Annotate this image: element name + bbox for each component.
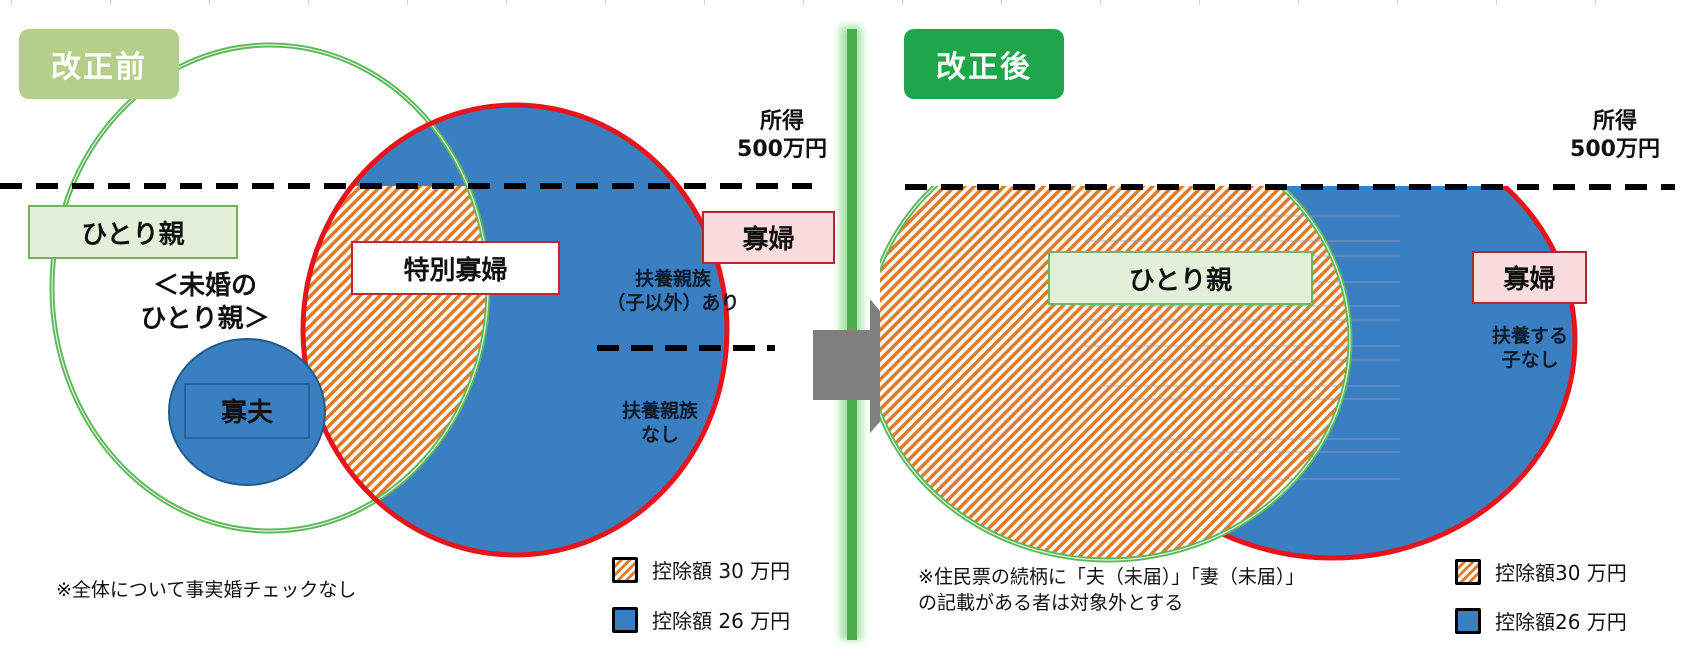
single-parent-box-after: ひとり親 xyxy=(1048,251,1313,305)
widow-label-after: 寡婦 xyxy=(1503,265,1556,295)
widower-circle xyxy=(168,338,326,486)
income-label-line2: 500万円 xyxy=(1570,136,1660,162)
tick-mark xyxy=(1199,0,1200,5)
no-child-line2: 子なし xyxy=(1501,348,1559,371)
hatch-swatch-icon xyxy=(1455,558,1481,585)
widow-box-before: 寡婦 xyxy=(702,211,835,264)
widower-label: 寡夫 xyxy=(186,397,308,430)
unmarried-line1: ＜未婚の xyxy=(152,271,257,301)
widow-box-after: 寡婦 xyxy=(1472,251,1587,304)
before-badge: 改正前 xyxy=(19,29,179,99)
unmarried-single-parent-label: ＜未婚の ひとり親＞ xyxy=(120,270,290,335)
tick-mark xyxy=(1100,0,1101,5)
after-badge: 改正後 xyxy=(904,29,1064,99)
no-dependent-child-label: 扶養する 子なし xyxy=(1460,325,1600,373)
special-widow-hatch xyxy=(303,186,488,531)
before-badge-text: 改正前 xyxy=(51,50,147,85)
tick-mark xyxy=(704,0,705,5)
before-legend-blue: 控除額 26 万円 xyxy=(612,605,790,634)
legend-label-30: 控除額 30 万円 xyxy=(652,559,791,583)
hatch-swatch-icon xyxy=(612,556,638,583)
tick-mark xyxy=(1298,0,1299,5)
special-widow-label: 特別寡婦 xyxy=(403,255,508,286)
no-dependents-line1: 扶養親族 xyxy=(621,400,698,422)
after-legend-blue: 控除額26 万円 xyxy=(1455,606,1627,635)
before-note-text: ※全体について事実婚チェックなし xyxy=(56,579,357,601)
dependents-other-label: 扶養親族 （子以外）あり xyxy=(598,268,748,316)
before-income-label: 所得 500万円 xyxy=(732,108,832,163)
tick-mark xyxy=(1496,0,1497,5)
tick-mark xyxy=(308,0,309,5)
special-widow-box: 特別寡婦 xyxy=(351,241,560,295)
no-child-line1: 扶養する xyxy=(1491,325,1568,347)
tick-mark xyxy=(506,0,507,5)
income-label-line1: 所得 xyxy=(759,109,804,134)
before-note: ※全体について事実婚チェックなし xyxy=(56,578,356,604)
blue-swatch-icon xyxy=(1455,607,1481,634)
after-badge-text: 改正後 xyxy=(936,50,1032,85)
single-parent-label-after: ひとり親 xyxy=(1128,265,1233,296)
after-legend-hatch: 控除額30 万円 xyxy=(1455,557,1627,586)
tick-mark xyxy=(803,0,804,5)
after-income-label: 所得 500万円 xyxy=(1565,108,1665,163)
single-parent-label: ひとり親 xyxy=(81,219,185,250)
dependents-other-line2: （子以外）あり xyxy=(606,291,740,314)
tick-mark xyxy=(1595,0,1596,5)
legend-label-30: 控除額30 万円 xyxy=(1495,561,1627,585)
widower-text: 寡夫 xyxy=(220,398,273,428)
single-parent-box-before: ひとり親 xyxy=(28,205,238,259)
widow-outline-before xyxy=(300,102,730,558)
tick-mark xyxy=(407,0,408,5)
blue-swatch-icon xyxy=(612,606,638,633)
after-note-line2: の記載がある者は対象外とする xyxy=(918,591,1184,614)
legend-label-26: 控除額 26 万円 xyxy=(652,609,791,633)
tick-mark xyxy=(110,0,111,5)
tick-mark xyxy=(209,0,210,5)
no-dependents-line2: なし xyxy=(640,423,679,446)
dependents-other-line1: 扶養親族 xyxy=(634,268,711,290)
widower-label-frame xyxy=(184,383,310,439)
income-label-line2: 500万円 xyxy=(737,136,827,162)
tick-mark xyxy=(1397,0,1398,5)
no-dependents-label: 扶養親族 なし xyxy=(585,400,735,448)
unmarried-line2: ひとり親＞ xyxy=(140,303,270,334)
tick-mark xyxy=(605,0,606,5)
widow-label-before: 寡婦 xyxy=(742,225,795,255)
after-note: ※住民票の続柄に「夫（未届）」「妻（未届）」 の記載がある者は対象外とする xyxy=(918,565,1304,616)
after-diagram xyxy=(880,184,1675,563)
legend-label-26: 控除額26 万円 xyxy=(1495,610,1627,634)
before-diagram xyxy=(0,42,812,558)
tick-mark xyxy=(902,0,903,5)
before-legend-hatch: 控除額 30 万円 xyxy=(612,555,790,584)
after-note-line1: ※住民票の続柄に「夫（未届）」「妻（未届）」 xyxy=(918,566,1305,588)
income-label-line1: 所得 xyxy=(1592,109,1637,134)
tick-mark xyxy=(1001,0,1002,5)
tick-mark xyxy=(11,0,12,5)
